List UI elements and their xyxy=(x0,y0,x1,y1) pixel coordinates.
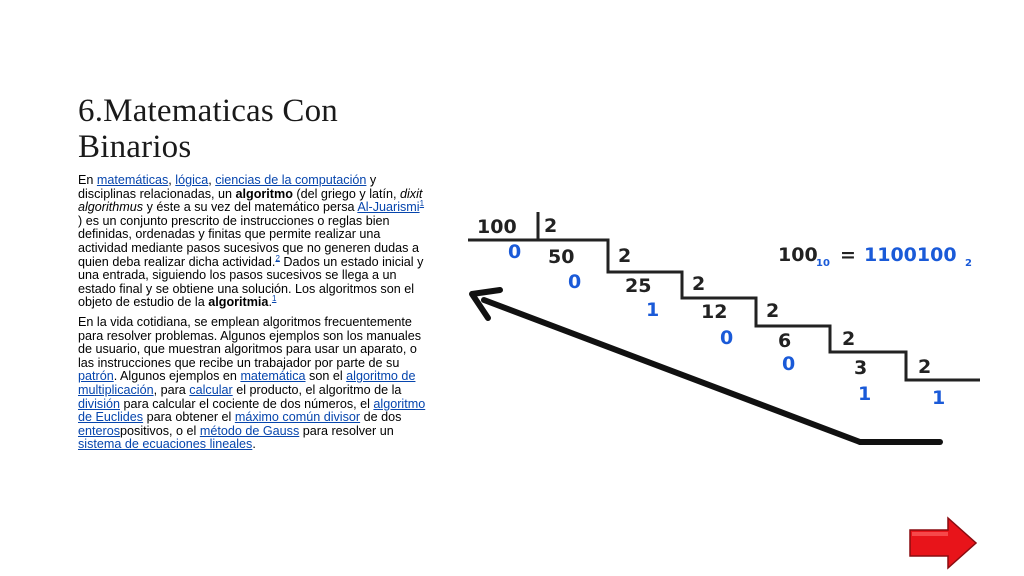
text: . xyxy=(252,437,256,452)
link-ciencias-computacion[interactable]: ciencias de la computación xyxy=(215,173,367,187)
remainder-1: 0 xyxy=(508,241,521,263)
link-maximo-comun-divisor[interactable]: máximo común divisor xyxy=(234,410,361,425)
divisor-4: 2 xyxy=(766,300,779,322)
link-al-juarismi[interactable]: Al-Juarismi xyxy=(357,200,420,215)
footnote-link-1[interactable]: 1 xyxy=(419,199,425,208)
dividend-25: 25 xyxy=(625,275,651,297)
paragraph-definition: En matemáticas, lógica, ciencias de la c… xyxy=(78,173,428,310)
equation-binary: 1100100 xyxy=(864,244,957,266)
slide-title: 6.Matematicas Con Binarios xyxy=(78,93,438,165)
binary-division-diagram: 100 50 25 12 6 3 2 2 2 2 2 2 0 0 1 0 0 1… xyxy=(468,212,980,445)
link-calcular[interactable]: calcular xyxy=(189,382,233,397)
link-division[interactable]: división xyxy=(78,396,120,411)
text: . Algunos ejemplos en xyxy=(113,369,241,384)
remainder-3: 1 xyxy=(646,299,659,321)
text: y éste a su vez del matemático persa xyxy=(143,200,358,215)
equation-decimal: 100 xyxy=(778,244,818,266)
read-direction-arrow xyxy=(469,287,943,445)
final-quotient: 1 xyxy=(932,387,945,409)
text: son el xyxy=(305,369,347,384)
link-logica[interactable]: lógica xyxy=(175,173,209,187)
body-text: En matemáticas, lógica, ciencias de la c… xyxy=(78,173,428,458)
dividend-100: 100 xyxy=(477,216,517,238)
equation-binary-base: 2 xyxy=(965,258,972,269)
text: En xyxy=(78,173,97,187)
remainder-4: 0 xyxy=(720,327,733,349)
dividend-12: 12 xyxy=(701,301,727,323)
dividend-50: 50 xyxy=(548,246,574,268)
title-line-2: Binarios xyxy=(78,129,192,165)
divisor-3: 2 xyxy=(692,273,705,295)
bold-algoritmia: algoritmia xyxy=(208,295,269,310)
link-algoritmo-euclides[interactable]: algoritmo de Euclides xyxy=(78,396,426,425)
text: . xyxy=(268,295,272,310)
divisor-5: 2 xyxy=(842,328,855,350)
text: Dados un estado inicial y una entrada, s… xyxy=(78,254,424,310)
italic-dixit: dixit algorithmus xyxy=(78,186,423,215)
text: (del griego y latín, xyxy=(292,186,400,201)
footnote-link-2[interactable]: 2 xyxy=(275,253,280,263)
link-sistema-ecuaciones[interactable]: sistema de ecuaciones lineales xyxy=(78,437,253,452)
text: , xyxy=(168,173,176,187)
text: para calcular el cociente de dos números… xyxy=(120,396,374,411)
text: En la vida cotidiana, se emplean algorit… xyxy=(78,314,422,370)
dividend-6: 6 xyxy=(778,330,791,352)
text: , xyxy=(208,173,216,187)
footnote-link-1b[interactable]: 1 xyxy=(271,294,277,304)
division-staircase xyxy=(468,212,980,382)
text: para obtener el xyxy=(143,410,235,425)
link-matematica[interactable]: matemática xyxy=(240,369,306,384)
remainder-2: 0 xyxy=(568,271,581,293)
binary-equation: 100 10 = 1100100 2 xyxy=(778,244,972,269)
text: , para xyxy=(153,382,190,397)
link-enteros[interactable]: enteros xyxy=(78,423,121,438)
remainder-6: 1 xyxy=(858,383,871,405)
title-line-1: 6.Matematicas Con xyxy=(78,93,339,129)
text: y disciplinas relacionadas, un xyxy=(78,173,377,201)
divisor-2: 2 xyxy=(618,245,631,267)
equation-equals: = xyxy=(840,244,856,266)
link-metodo-gauss[interactable]: método de Gauss xyxy=(199,423,300,438)
bold-algoritmo: algoritmo xyxy=(235,186,293,201)
remainder-5: 0 xyxy=(782,353,795,375)
text: para resolver un xyxy=(299,423,394,438)
text: positivos, o el xyxy=(120,423,200,438)
link-algoritmo-multiplicacion[interactable]: algoritmo de multiplicación xyxy=(78,369,416,397)
divisor-6: 2 xyxy=(918,356,931,378)
text: el producto, el algoritmo de la xyxy=(232,382,402,397)
link-matematicas[interactable]: matemáticas xyxy=(96,173,169,187)
text: de dos xyxy=(360,410,402,425)
red-right-arrow-icon[interactable] xyxy=(908,516,978,570)
link-patron[interactable]: patrón xyxy=(78,369,114,384)
paragraph-examples: En la vida cotidiana, se emplean algorit… xyxy=(78,314,428,452)
dividend-3: 3 xyxy=(854,357,867,379)
equation-decimal-base: 10 xyxy=(816,258,830,269)
divisor-1: 2 xyxy=(544,215,557,237)
text: ) es un conjunto prescrito de instruccio… xyxy=(78,213,419,269)
